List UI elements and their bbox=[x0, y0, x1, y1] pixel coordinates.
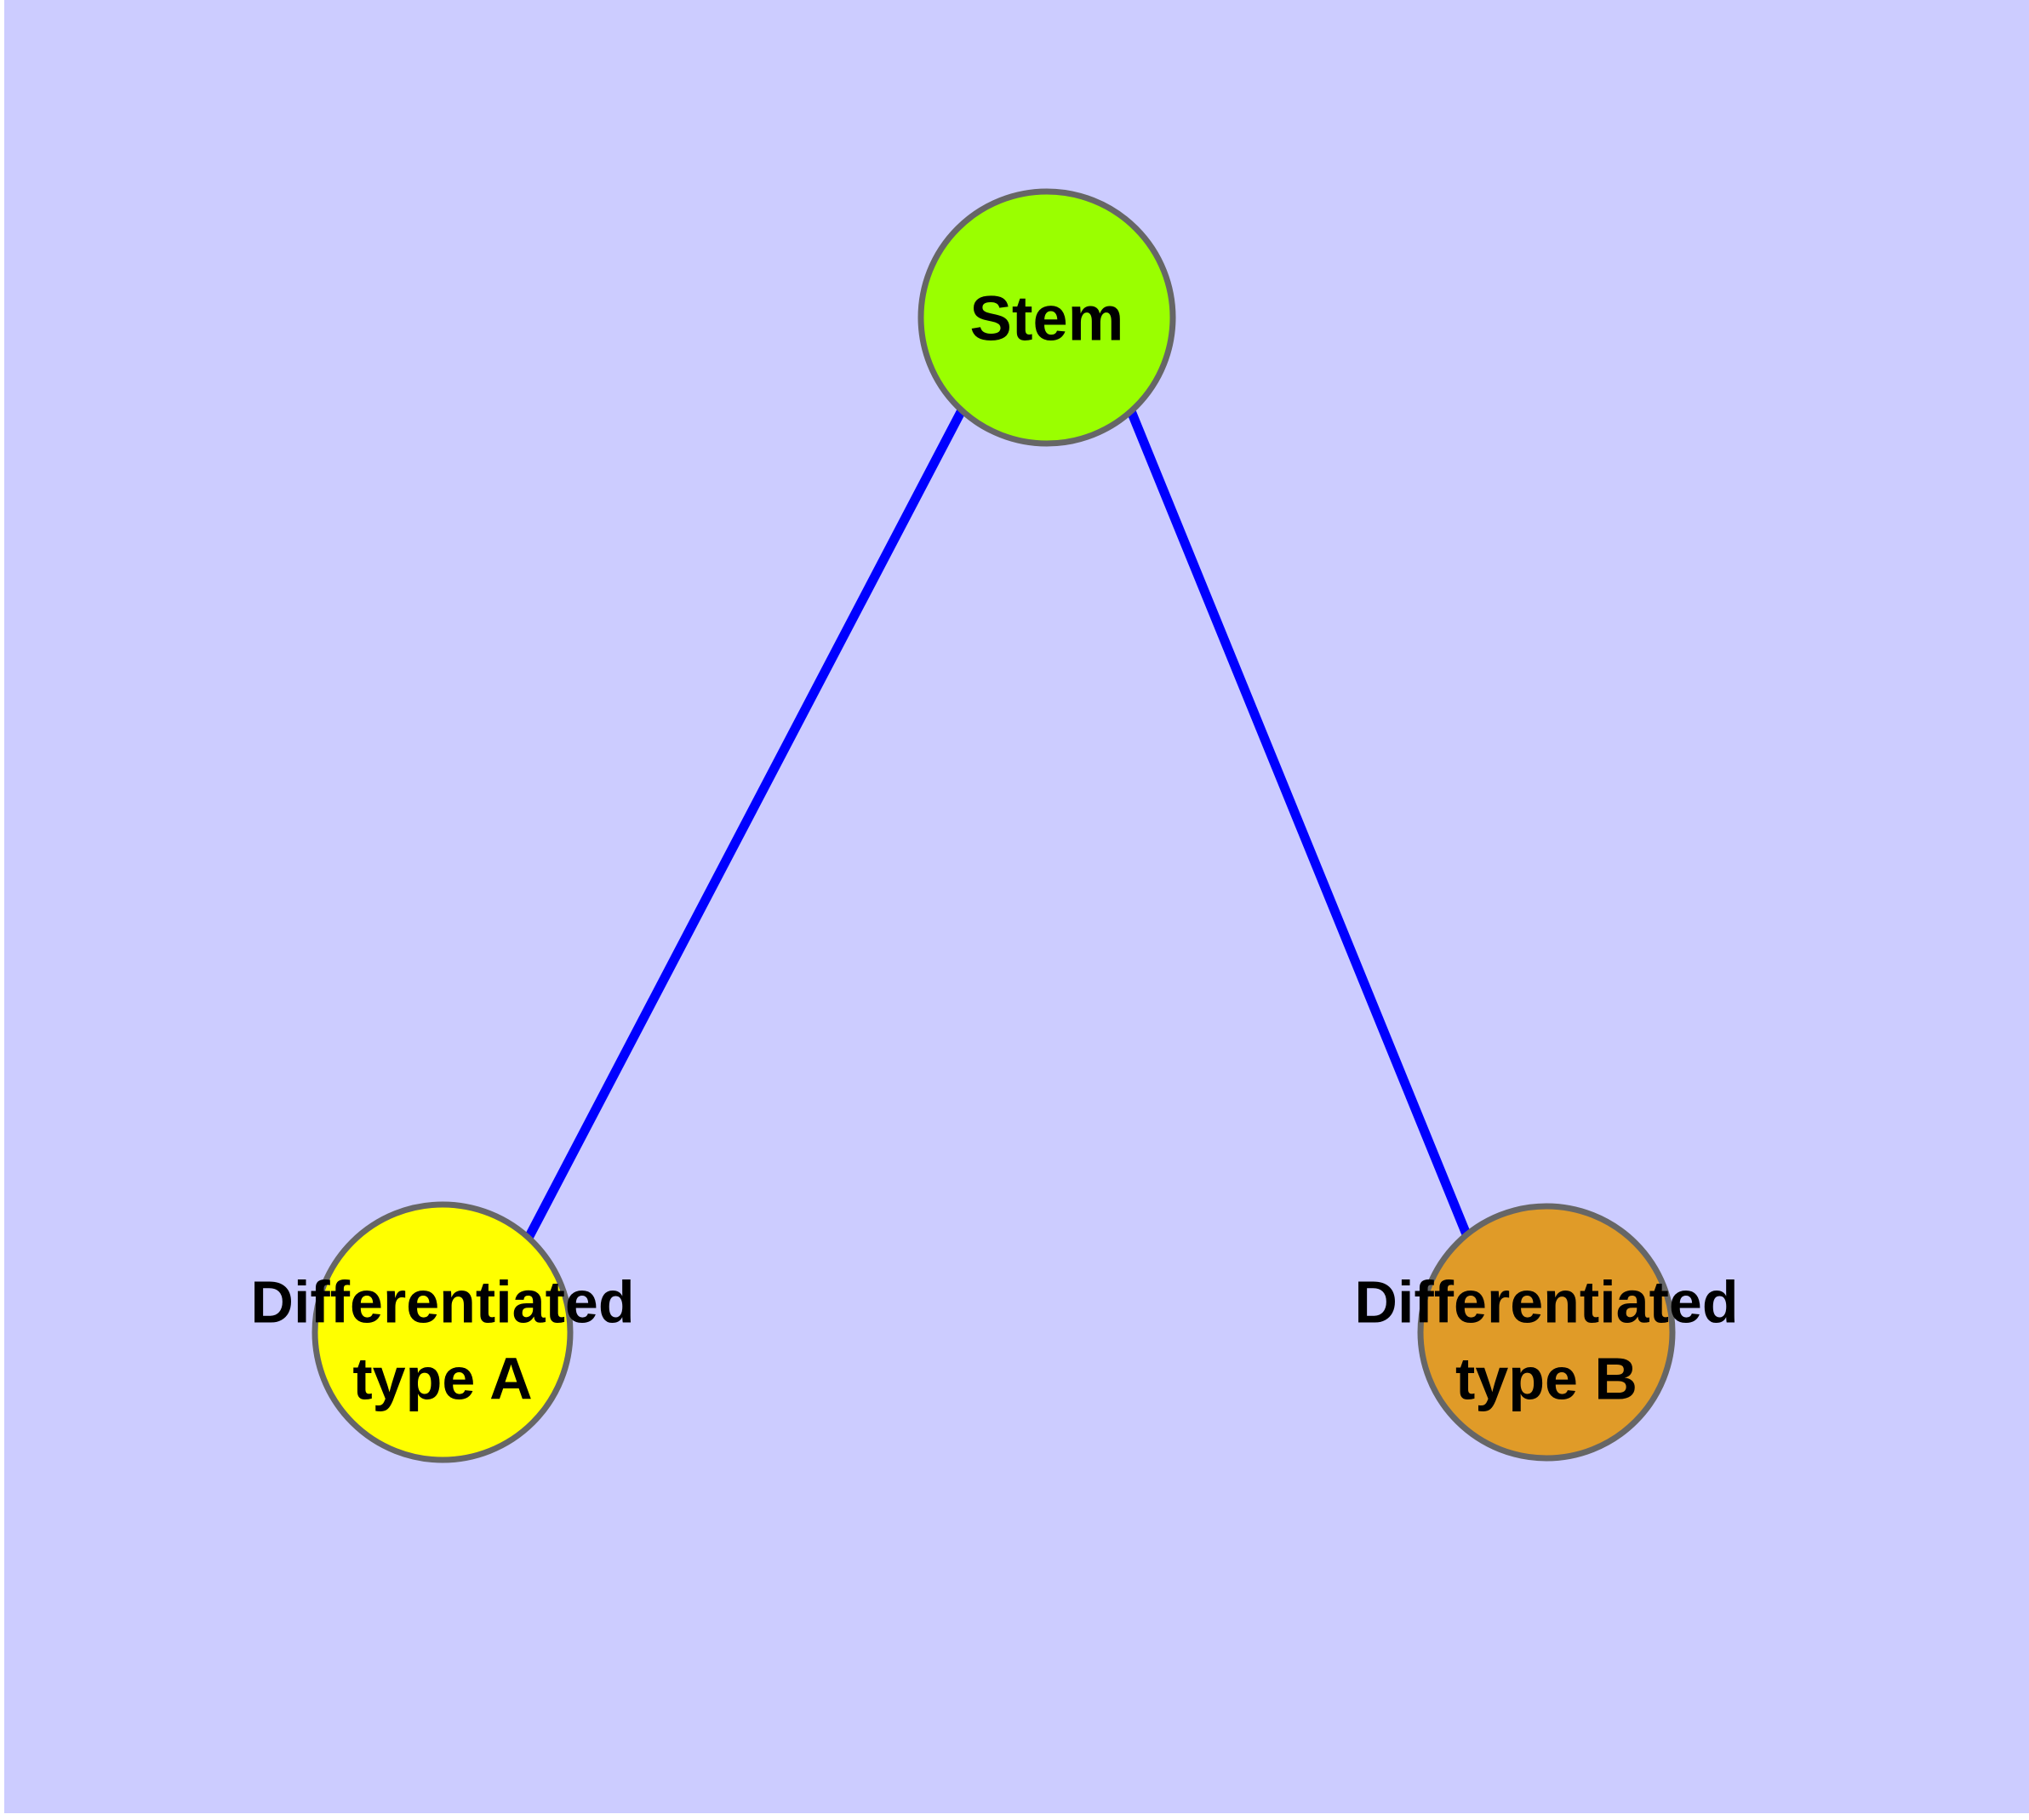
node-differentiated-type-b-label-line2: type B bbox=[1455, 1345, 1637, 1411]
edge-stem-to-differentiated-type-b[interactable] bbox=[1124, 404, 1472, 1237]
node-differentiated-type-a-label-line2: type A bbox=[352, 1345, 532, 1411]
edge-layer bbox=[523, 404, 1472, 1242]
node-differentiated-type-a-label-line1: Differentiated bbox=[250, 1268, 634, 1335]
edge-stem-to-differentiated-type-a[interactable] bbox=[523, 408, 966, 1242]
node-stem-label: Stem bbox=[970, 283, 1124, 354]
node-differentiated-type-a-circle[interactable] bbox=[311, 1201, 574, 1463]
node-differentiated-type-a[interactable]: Differentiated type A bbox=[250, 1201, 635, 1463]
node-stem[interactable]: Stem bbox=[917, 188, 1176, 447]
node-layer: Stem Differentiated type A Differentiate… bbox=[250, 188, 1739, 1463]
node-differentiated-type-b[interactable]: Differentiated type B bbox=[1354, 1203, 1739, 1462]
node-stem-circle[interactable] bbox=[917, 188, 1176, 447]
node-differentiated-type-b-label-line1: Differentiated bbox=[1354, 1268, 1738, 1335]
node-differentiated-type-b-circle[interactable] bbox=[1417, 1203, 1676, 1462]
